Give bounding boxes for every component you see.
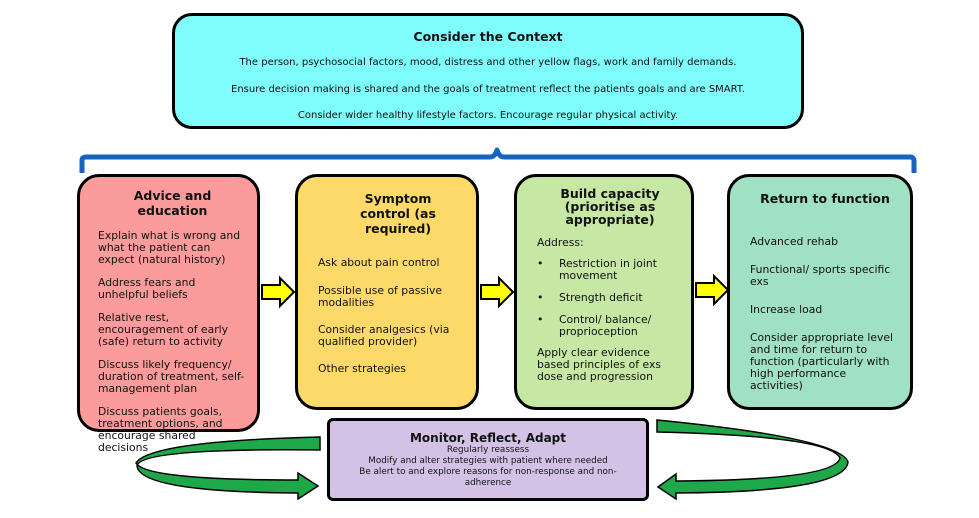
advice-box: Advice and education Explain what is wro… xyxy=(77,174,260,454)
context-title: Consider the Context xyxy=(413,29,563,44)
cycle-arrow-left xyxy=(135,436,321,501)
capacity-footer: Apply clear evidence based principles of… xyxy=(537,346,661,383)
capacity-bullet-list: Restriction in joint movement Strength d… xyxy=(537,258,681,338)
arrow-capacity-to-return xyxy=(695,273,730,307)
advice-item: Discuss patients goals, treatment option… xyxy=(98,405,223,454)
symptom-title: Symptom control (as required) xyxy=(360,191,436,236)
context-box: Consider the Context The person, psychos… xyxy=(172,13,804,129)
return-item: Increase load xyxy=(750,303,823,316)
monitor-line-2: Modify and alter strategies with patient… xyxy=(368,456,608,466)
monitor-title: Monitor, Reflect, Adapt xyxy=(409,431,566,445)
capacity-bullet: Control/ balance/ proprioception xyxy=(537,314,681,338)
context-line-2: Ensure decision making is shared and the… xyxy=(231,84,745,95)
advice-item: Discuss likely frequency/ duration of tr… xyxy=(98,358,245,395)
advice-title: Advice and education xyxy=(133,188,212,218)
return-title: Return to function xyxy=(760,191,890,206)
symptom-item: Ask about pain control xyxy=(318,256,440,269)
symptom-box: Symptom control (as required) Ask about … xyxy=(295,174,479,410)
advice-item: Relative rest, encouragement of early (s… xyxy=(98,311,229,348)
return-item: Consider appropriate level and time for … xyxy=(750,331,894,392)
capacity-address-label: Address: xyxy=(537,236,584,249)
return-box: Return to function Advanced rehab Functi… xyxy=(727,174,913,410)
arrow-symptom-to-capacity xyxy=(480,275,515,309)
advice-item: Address fears and unhelpful beliefs xyxy=(98,276,196,301)
context-line-1: The person, psychosocial factors, mood, … xyxy=(239,57,737,68)
symptom-item: Other strategies xyxy=(318,362,406,375)
advice-item: Explain what is wrong and what the patie… xyxy=(98,229,241,266)
brace-connector xyxy=(79,147,917,173)
monitor-line-3: Be alert to and explore reasons for non-… xyxy=(359,467,617,488)
return-item: Advanced rehab xyxy=(750,235,838,248)
capacity-title: Build capacity (prioritise as appropriat… xyxy=(560,186,660,227)
return-item: Functional/ sports specific exs xyxy=(750,263,891,288)
monitor-box: Monitor, Reflect, Adapt Regularly reasse… xyxy=(327,418,649,501)
monitor-line-1: Regularly reassess xyxy=(446,445,530,455)
capacity-box: Build capacity (prioritise as appropriat… xyxy=(514,174,694,410)
capacity-bullet: Restriction in joint movement xyxy=(537,258,681,282)
symptom-item: Possible use of passive modalities xyxy=(318,284,443,309)
context-line-3: Consider wider healthy lifestyle factors… xyxy=(297,110,679,121)
capacity-bullet: Strength deficit xyxy=(537,292,681,305)
arrow-advice-to-symptom xyxy=(261,275,296,309)
symptom-item: Consider analgesics (via qualified provi… xyxy=(318,323,450,348)
cycle-arrow-right xyxy=(656,419,849,501)
